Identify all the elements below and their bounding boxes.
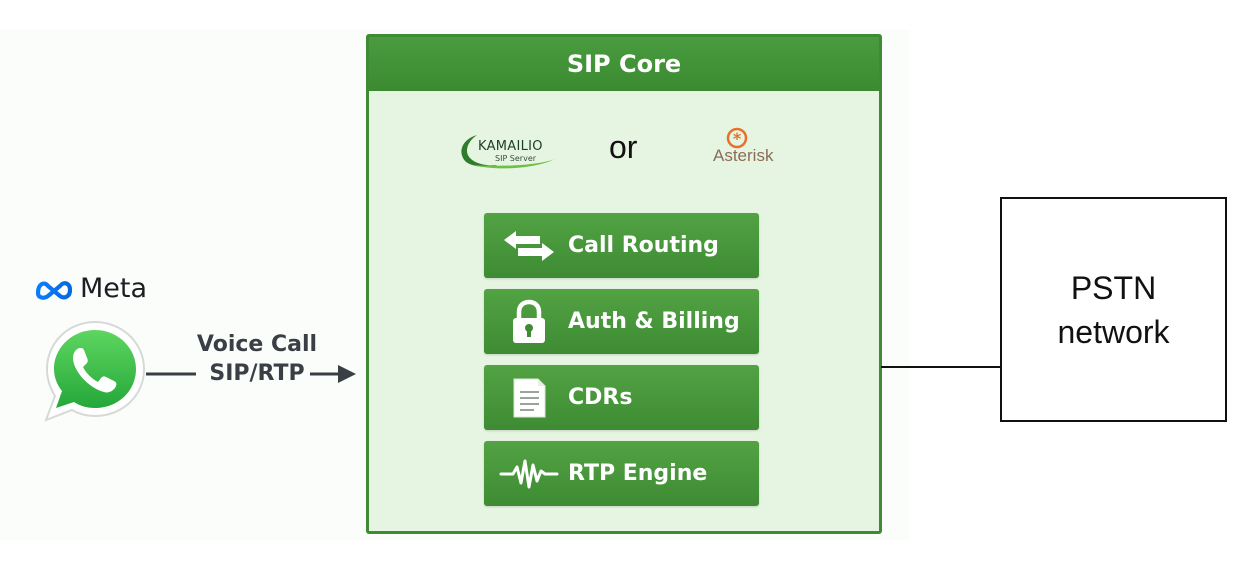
meta-logo: Meta bbox=[34, 274, 147, 304]
feature-label: Auth & Billing bbox=[568, 309, 740, 334]
asterisk-name: Asterisk bbox=[713, 146, 774, 165]
lock-icon bbox=[513, 299, 545, 343]
pstn-label: PSTN bbox=[1070, 269, 1157, 306]
feature-cdrs: CDRs bbox=[484, 365, 759, 430]
voice-call-label: Voice Call SIP/RTP bbox=[196, 330, 318, 388]
feature-call-routing: Call Routing bbox=[484, 213, 759, 278]
pstn-connector-line bbox=[881, 366, 1001, 368]
feature-label: RTP Engine bbox=[568, 461, 708, 486]
feature-label: Call Routing bbox=[568, 233, 719, 258]
pstn-network-box: PSTN network bbox=[1000, 197, 1227, 422]
voice-call-arrow bbox=[146, 365, 356, 383]
kamailio-logo: KAMAILIO SIP Server bbox=[455, 129, 565, 171]
whatsapp-icon bbox=[40, 316, 150, 426]
feature-rtp-engine: RTP Engine bbox=[484, 441, 759, 506]
feature-auth-billing: Auth & Billing bbox=[484, 289, 759, 354]
meta-brand-text: Meta bbox=[80, 273, 148, 304]
voice-call-line1: Voice Call bbox=[196, 332, 318, 357]
voice-call-line2: SIP/RTP bbox=[209, 361, 305, 386]
sip-core-title: SIP Core bbox=[369, 37, 879, 91]
asterisk-logo-icon: * bbox=[726, 127, 748, 149]
meta-infinity-icon bbox=[35, 281, 73, 300]
network-label: network bbox=[1057, 313, 1170, 350]
or-text: or bbox=[609, 129, 638, 165]
kamailio-subtitle: SIP Server bbox=[495, 154, 537, 163]
kamailio-name: KAMAILIO bbox=[478, 139, 543, 154]
feature-label: CDRs bbox=[568, 385, 633, 410]
svg-text:*: * bbox=[733, 129, 742, 148]
waveform-icon bbox=[499, 459, 559, 488]
bidirectional-arrows-icon bbox=[504, 230, 554, 261]
sip-core-box: SIP Core KAMAILIO SIP Server or * Asteri… bbox=[366, 34, 882, 534]
document-icon bbox=[513, 378, 546, 417]
